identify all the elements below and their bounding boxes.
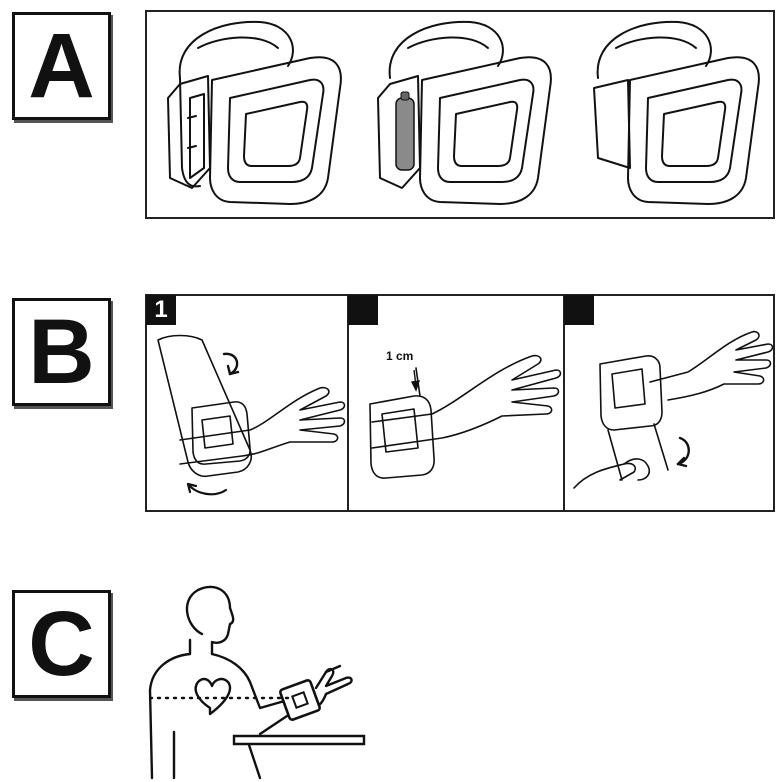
curved-arrow-icon	[188, 484, 226, 494]
heart-icon	[196, 679, 230, 714]
section-b-step3-panel	[563, 294, 775, 512]
section-c-letter: C	[28, 593, 95, 695]
section-b-step2-panel	[347, 294, 565, 512]
step-2-badge	[348, 295, 378, 325]
battery-icon	[396, 92, 414, 170]
step-1-badge: 1	[146, 295, 176, 325]
section-a-letter: A	[28, 15, 95, 117]
device-closed-compartment-drawing	[578, 18, 768, 210]
section-a-panel	[145, 10, 775, 219]
section-b-letter-box: B	[12, 298, 111, 406]
rotate-arrow-icon	[678, 438, 689, 466]
measure-label: 1 cm	[386, 349, 414, 363]
wrist-cuff-icon	[279, 679, 320, 720]
device-battery-inserted-drawing	[370, 18, 560, 210]
correct-posture-drawing	[140, 582, 370, 780]
section-a-letter-box: A	[12, 12, 111, 120]
table-surface	[234, 736, 364, 744]
step-1-wrap-cuff-drawing	[150, 330, 346, 508]
step-2-position-cuff-drawing	[352, 330, 562, 508]
rotate-arrow-icon	[224, 354, 238, 374]
device-open-compartment-drawing	[160, 18, 350, 210]
measure-arrow-icon	[412, 370, 419, 390]
section-b-letter: B	[28, 301, 95, 403]
section-b-step1-panel	[145, 294, 349, 512]
step-3-fasten-cuff-drawing	[568, 320, 772, 508]
section-c-letter-box: C	[12, 590, 111, 698]
step-3-badge	[564, 295, 594, 325]
